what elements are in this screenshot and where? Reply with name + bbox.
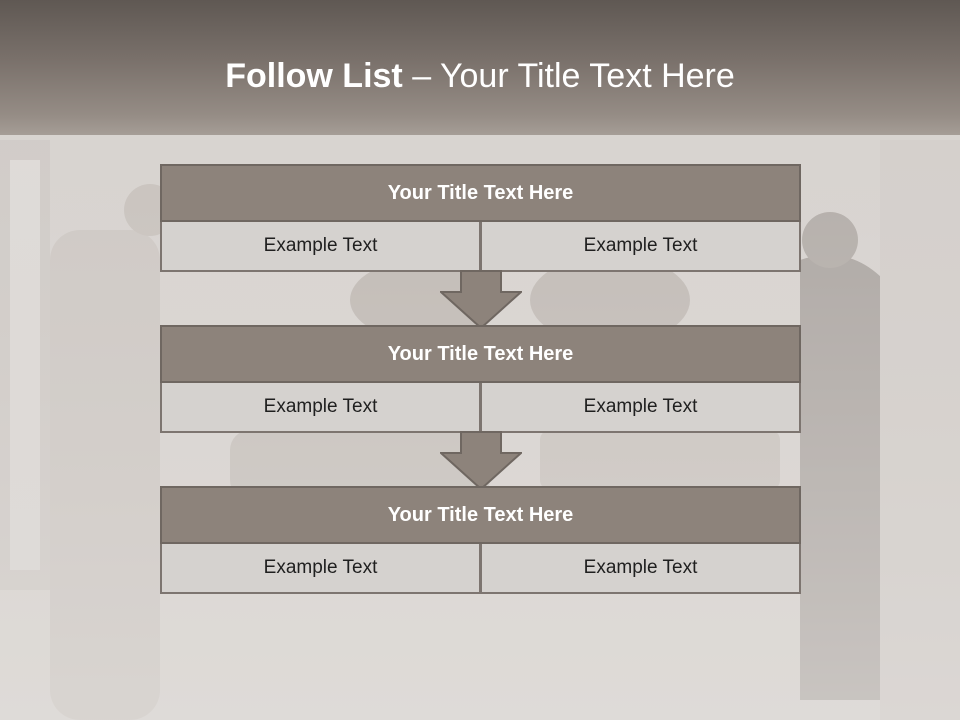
list-block-2: Your Title Text Here Example Text Exampl… xyxy=(160,325,801,433)
header-band xyxy=(0,0,960,135)
slide-title-bold: Follow List xyxy=(225,57,403,95)
down-arrow-icon xyxy=(440,431,522,491)
list-block-3-row: Example Text Example Text xyxy=(160,544,801,594)
list-block-2-title: Your Title Text Here xyxy=(160,325,801,383)
list-block-1-left-cell: Example Text xyxy=(160,222,481,272)
list-block-3-right-cell: Example Text xyxy=(481,544,801,594)
list-block-1-right-cell: Example Text xyxy=(481,222,801,272)
list-block-3-title: Your Title Text Here xyxy=(160,486,801,544)
list-block-3: Your Title Text Here Example Text Exampl… xyxy=(160,486,801,594)
list-block-2-left-cell: Example Text xyxy=(160,383,481,433)
list-block-2-right-cell: Example Text xyxy=(481,383,801,433)
list-block-3-left-cell: Example Text xyxy=(160,544,481,594)
slide-title-rest: – Your Title Text Here xyxy=(402,57,735,95)
list-block-1-row: Example Text Example Text xyxy=(160,222,801,272)
slide-title: Follow List – Your Title Text Here xyxy=(0,52,960,100)
down-arrow-icon xyxy=(440,270,522,330)
list-block-2-row: Example Text Example Text xyxy=(160,383,801,433)
list-block-1-title: Your Title Text Here xyxy=(160,164,801,222)
list-block-1: Your Title Text Here Example Text Exampl… xyxy=(160,164,801,272)
